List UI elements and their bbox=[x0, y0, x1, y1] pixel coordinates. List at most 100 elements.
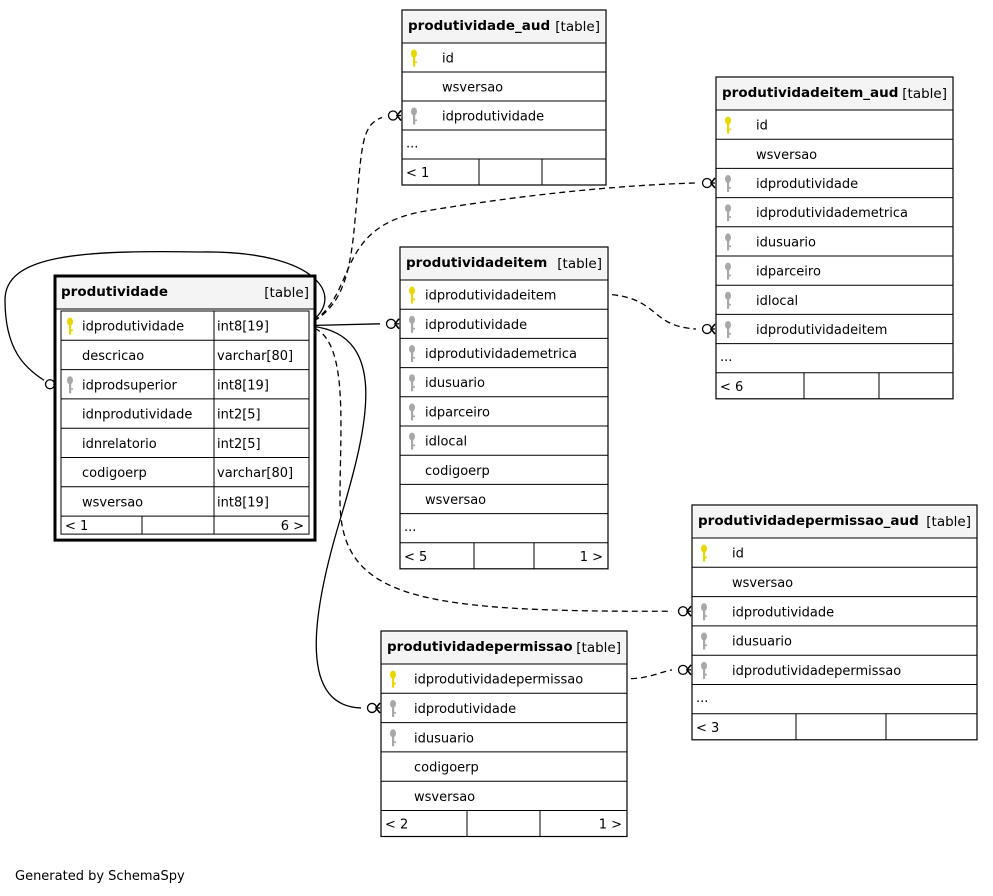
table-tag: [table] bbox=[926, 514, 971, 530]
column-name: wsversao bbox=[414, 790, 475, 805]
column-row-idusuario[interactable]: idusuario bbox=[381, 729, 627, 753]
column-row-codigoerp[interactable]: codigoerp bbox=[400, 464, 608, 485]
edge-self-prodsuperior bbox=[4, 250, 326, 381]
foreign-key-icon bbox=[409, 432, 415, 450]
footer-parents-count: < 1 bbox=[65, 519, 88, 534]
column-row-idusuario[interactable]: idusuario bbox=[716, 233, 953, 257]
column-row-id[interactable]: id bbox=[402, 49, 606, 73]
foreign-key-icon bbox=[725, 233, 731, 251]
table-produtividadeitem_aud[interactable]: produtividadeitem_aud[table]idwsversaoid… bbox=[715, 76, 954, 400]
foreign-key-icon bbox=[725, 175, 731, 192]
foreign-key-icon bbox=[411, 107, 417, 125]
table-tag: [table] bbox=[902, 86, 947, 102]
column-row-idprodutividademetrica[interactable]: idprodutividademetrica bbox=[716, 204, 953, 228]
column-name: idprodsuperior bbox=[82, 378, 178, 393]
table-header bbox=[403, 11, 605, 43]
foreign-key-icon bbox=[725, 291, 731, 309]
table-name: produtividadepermissao_aud bbox=[698, 513, 919, 529]
edge-prod-perm bbox=[304, 325, 367, 709]
foreign-key-icon bbox=[409, 315, 415, 333]
foreign-key-icon bbox=[725, 321, 731, 338]
foreign-key-icon bbox=[409, 374, 415, 392]
column-row-idusuario[interactable]: idusuario bbox=[400, 374, 608, 398]
foreign-key-icon bbox=[67, 376, 73, 394]
column-name: codigoerp bbox=[414, 761, 479, 776]
edge-prod-permaud bbox=[304, 325, 673, 612]
table-produtividadeitem[interactable]: produtividadeitem[table]idprodutividadei… bbox=[399, 246, 609, 570]
column-type: int2[5] bbox=[217, 437, 261, 452]
table-name: produtividadeitem bbox=[406, 255, 547, 271]
column-row-wsversao[interactable]: wsversao bbox=[692, 576, 977, 598]
foreign-key-icon bbox=[701, 632, 707, 650]
column-name: idprodutividade bbox=[425, 318, 527, 333]
footer-children-count: 1 > bbox=[599, 818, 622, 833]
table-produtividadepermissao[interactable]: produtividadepermissao[table]idprodutivi… bbox=[380, 630, 628, 838]
column-row-idlocal[interactable]: idlocal bbox=[400, 432, 608, 456]
column-name: wsversao bbox=[425, 493, 486, 508]
column-name: idusuario bbox=[414, 731, 474, 746]
column-row-idlocal[interactable]: idlocal bbox=[716, 291, 953, 315]
table-produtividade_aud[interactable]: produtividade_aud [table] id wsversao idprod… bbox=[401, 9, 607, 186]
column-row-idusuario[interactable]: idusuario bbox=[692, 632, 977, 656]
column-row-id[interactable]: id bbox=[716, 116, 953, 140]
column-row-idprodutividadeitem[interactable]: idprodutividadeitem bbox=[716, 321, 953, 345]
column-row-idprodutividade[interactable]: idprodutividade bbox=[381, 699, 627, 724]
table-frame bbox=[53, 274, 317, 542]
footer-children-count: 6 > bbox=[281, 519, 304, 534]
footer-parents-count: < 6 bbox=[720, 380, 743, 395]
column-name: id bbox=[756, 119, 768, 134]
column-row-idparceiro[interactable]: idparceiro bbox=[400, 403, 608, 427]
more-columns-row: ... bbox=[692, 691, 977, 715]
column-row-idprodutividadepermissao[interactable]: idprodutividadepermissao bbox=[692, 661, 977, 685]
column-name: idprodutividademetrica bbox=[425, 347, 577, 362]
ellipsis: ... bbox=[696, 691, 708, 706]
column-name: idusuario bbox=[732, 635, 792, 650]
table-frame bbox=[715, 76, 954, 400]
table-produtividadepermissao_aud[interactable]: produtividadepermissao_aud [table] id wsver… bbox=[691, 504, 978, 741]
table-tag: [table] bbox=[576, 640, 621, 656]
table-footer: < 6 bbox=[720, 372, 880, 399]
relationship-edges bbox=[4, 110, 716, 714]
primary-key-icon bbox=[409, 286, 415, 304]
column-row-wsversao[interactable]: wsversao bbox=[716, 148, 953, 169]
column-row-idprodutividadeitem[interactable]: idprodutividadeitem bbox=[400, 286, 608, 310]
table-name: produtividade_aud bbox=[408, 18, 550, 34]
edge-prod-item bbox=[304, 323, 381, 327]
generated-by-footer: Generated by SchemaSpy bbox=[15, 869, 185, 884]
column-row-idprodutividadepermissao[interactable]: idprodutividadepermissao bbox=[381, 670, 627, 694]
column-row-idprodutividade[interactable]: idprodutividade bbox=[400, 315, 608, 339]
column-name: idusuario bbox=[425, 376, 485, 391]
column-name: codigoerp bbox=[425, 464, 490, 479]
column-name: idprodutividademetrica bbox=[756, 206, 908, 221]
column-row-wsversao[interactable]: wsversao bbox=[381, 790, 627, 811]
column-row-idparceiro[interactable]: idparceiro bbox=[716, 262, 953, 286]
column-row-wsversao[interactable]: wsversao bbox=[402, 81, 606, 102]
edge-end-item-itemaud bbox=[701, 323, 716, 335]
column-row-id[interactable]: id bbox=[692, 544, 977, 568]
edge-end-perm-permaud bbox=[677, 664, 692, 676]
column-name: idprodutividade bbox=[756, 177, 858, 192]
column-row-idprodutividademetrica[interactable]: idprodutividademetrica bbox=[400, 345, 608, 369]
column-row-idprodutividade[interactable]: idprodutividade bbox=[692, 603, 977, 627]
footer-parents-count: < 5 bbox=[404, 550, 427, 565]
edge-item-itemaud bbox=[611, 293, 697, 330]
foreign-key-icon bbox=[725, 204, 731, 222]
table-tag: [table] bbox=[555, 19, 600, 35]
column-row-idprodutividade[interactable]: idprodutividade bbox=[402, 107, 606, 131]
column-name: id bbox=[442, 52, 454, 67]
column-row-idprodutividade[interactable]: idprodutividade bbox=[716, 175, 953, 199]
column-name: idprodutividadeitem bbox=[425, 289, 556, 304]
column-row-codigoerp[interactable]: codigoerp bbox=[381, 761, 627, 782]
edge-end-prod-permaud bbox=[677, 605, 692, 617]
column-row-wsversao[interactable]: wsversao bbox=[400, 493, 608, 515]
edge-end-prod-perm bbox=[366, 702, 381, 714]
table-footer: < 1 bbox=[406, 159, 543, 185]
